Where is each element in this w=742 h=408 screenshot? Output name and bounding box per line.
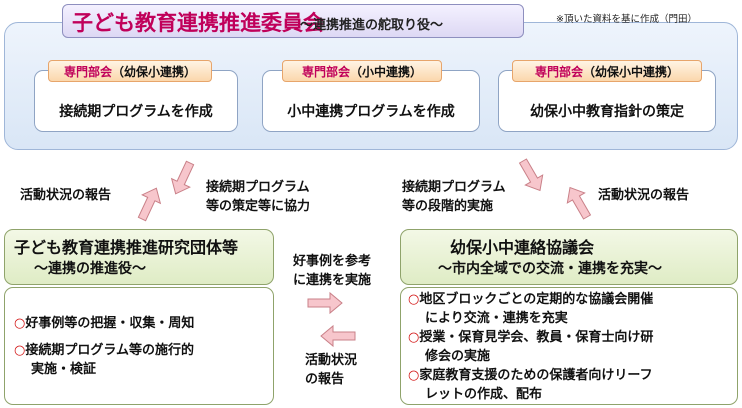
research-item-2-line-2: 実施・検証 [31, 362, 97, 377]
subcommittee-tag-suffix-3: （幼保小中連携） [583, 64, 680, 79]
subcommittee-task-1: 接続期プログラムを作成 [59, 104, 213, 120]
label-right-up: 活動状況の報告 [598, 188, 690, 203]
subcommittee-tag-suffix-1: （幼保小連携） [112, 64, 197, 79]
committee-title-box [62, 4, 524, 38]
label-right-down-line-2: 等の段階的実施 [402, 199, 494, 214]
subcommittee-tag-2: 専門部会（小中連携） [282, 60, 442, 82]
subcommittee-tag-prefix-3: 専門部会 [534, 64, 583, 79]
liaison-council-header [400, 229, 738, 285]
research-item-1: ○好事例等の把握・収集・周知 [14, 314, 194, 333]
label-center-left-line-2: の報告 [305, 372, 345, 387]
label-right-down-line-1: 接続期プログラム [402, 180, 506, 195]
research-group-title: 子ども教育連携推進研究団体等 [14, 238, 239, 257]
arrow-right-down [513, 155, 550, 196]
arrow-center-right [307, 292, 343, 314]
label-center-left-line-1: 活動状況 [305, 353, 358, 368]
label-center-right: 好事例を参考 に連携を実施 [293, 252, 371, 290]
council-item-3-line-2: レットの作成、配布 [425, 387, 543, 402]
council-item-1: ○地区ブロックごとの定期的な協議会開催 により交流・連携を充実 [408, 290, 653, 328]
council-item-2-line-2: 修会の実施 [425, 349, 491, 364]
bullet-circle-icon: ○ [14, 316, 26, 331]
subcommittee-tag-suffix-2: （小中連携） [350, 64, 423, 79]
committee-subtitle: ～連携推進の舵取り役～ [300, 18, 444, 33]
research-item-2: ○接続期プログラム等の施行的 実施・検証 [14, 341, 194, 379]
bullet-circle-icon: ○ [408, 292, 420, 307]
subcommittee-tag-prefix-1: 専門部会 [63, 64, 112, 79]
council-item-3-line-1: 家庭教育支援のための保護者向けリーフ [419, 368, 653, 383]
bullet-circle-icon: ○ [408, 330, 420, 345]
label-left-down-line-1: 接続期プログラム [206, 180, 310, 195]
subcommittee-task-3: 幼保小中教育指針の策定 [530, 104, 684, 120]
research-group-header [4, 229, 274, 285]
council-item-2: ○授業・保育見学会、教員・保育士向け研 修会の実施 [408, 328, 653, 366]
committee-title: 子ども教育連携推進委員会 [72, 11, 324, 35]
label-center-left: 活動状況 の報告 [305, 351, 357, 389]
arrow-left-up [132, 183, 166, 224]
source-note: ※頂いた資料を基に作成（門田） [556, 14, 697, 25]
research-item-2-line-1: 接続期プログラム等の施行的 [25, 343, 194, 358]
research-group-subtitle: ～連携の推進役～ [34, 261, 146, 277]
arrow-right-up [560, 182, 597, 223]
council-item-1-line-1: 地区ブロックごとの定期的な協議会開催 [419, 292, 654, 307]
label-left-up: 活動状況の報告 [20, 188, 112, 203]
liaison-council-body [400, 287, 738, 405]
bullet-circle-icon: ○ [14, 343, 26, 358]
label-center-right-line-1: 好事例を参考 [293, 254, 372, 269]
liaison-council-subtitle: ～市内全域での交流・連携を充実～ [438, 261, 662, 277]
subcommittee-tag-prefix-2: 専門部会 [301, 64, 350, 79]
council-item-3: ○家庭教育支援のための保護者向けリーフ レットの作成、配布 [408, 366, 653, 404]
subcommittee-tag-1: 専門部会（幼保小連携） [48, 60, 212, 82]
council-item-1-line-2: により交流・連携を充実 [425, 311, 568, 326]
bullet-circle-icon: ○ [408, 368, 420, 383]
subcommittee-tag-3: 専門部会（幼保小中連携） [512, 60, 702, 82]
label-right-down: 接続期プログラム 等の段階的実施 [402, 178, 506, 216]
label-center-right-line-2: に連携を実施 [293, 273, 372, 288]
liaison-council-title: 幼保小中連絡協議会 [450, 238, 595, 257]
arrow-left-down [166, 158, 200, 199]
label-left-down: 接続期プログラム 等の策定等に協力 [206, 178, 310, 216]
council-item-2-line-1: 授業・保育見学会、教員・保育士向け研 [419, 330, 654, 345]
research-group-body [4, 287, 274, 405]
label-left-down-line-2: 等の策定等に協力 [206, 199, 311, 214]
arrow-center-left [320, 325, 356, 347]
subcommittee-task-2: 小中連携プログラムを作成 [287, 104, 455, 120]
research-item-1-line-1: 好事例等の把握・収集・周知 [25, 316, 195, 331]
